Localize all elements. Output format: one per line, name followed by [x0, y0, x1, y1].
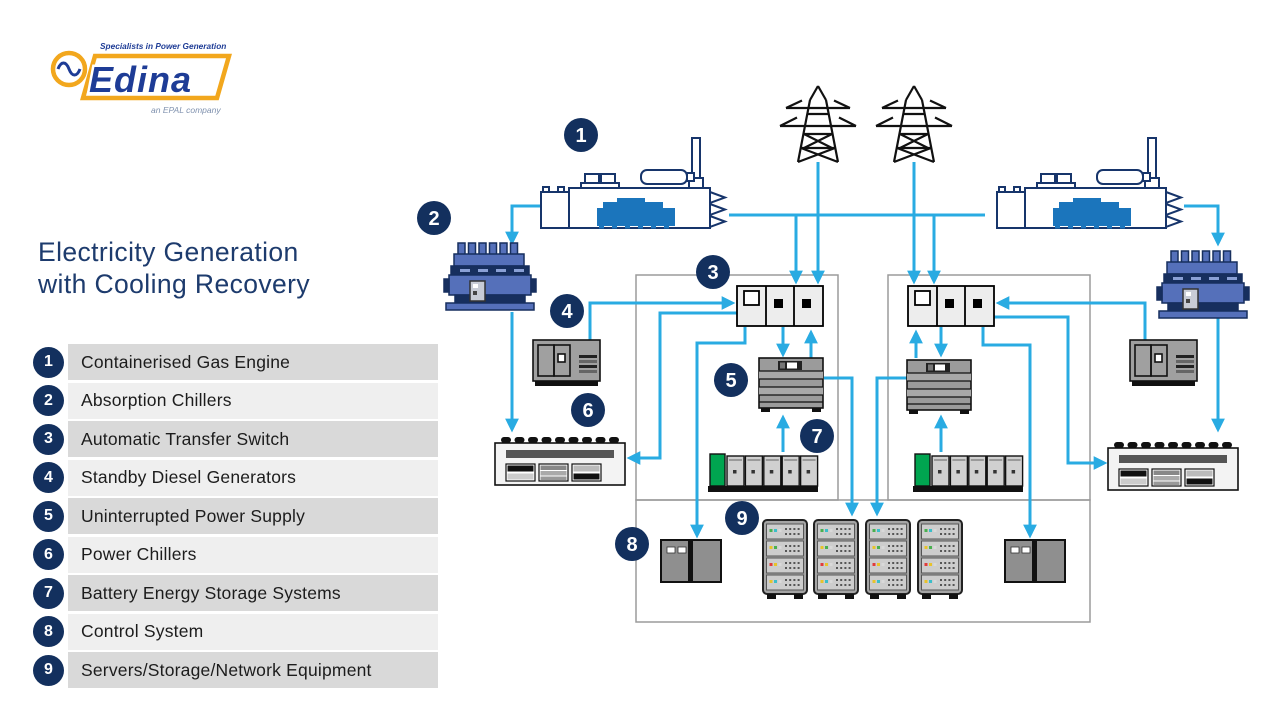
line-ats-to-control-right	[981, 327, 1037, 539]
legend-badge-5: 5	[33, 500, 64, 532]
diesel-generator-left-icon	[532, 339, 601, 387]
line-engine-to-chiller-right	[1184, 204, 1225, 247]
legend-row: 7 Battery Energy Storage Systems	[33, 575, 438, 611]
absorption-chiller-left-icon	[443, 242, 537, 311]
page-title: Electricity Generation with Cooling Reco…	[38, 236, 310, 301]
ups-left-icon	[758, 357, 824, 413]
line-ups-to-servers-left	[824, 376, 859, 517]
absorption-chiller-right-icon	[1156, 250, 1250, 319]
diagram-badges: 1 2 3 4 5 6 7 8 9	[417, 118, 834, 561]
line-ups-to-servers-right	[870, 376, 907, 517]
power-chiller-right-icon	[1107, 441, 1239, 491]
legend-badge-4: 4	[33, 462, 64, 493]
badge-3: 3	[707, 262, 718, 284]
logo-swoosh	[80, 53, 232, 101]
legend-badge-6: 6	[33, 539, 64, 570]
legend-row: 2 Absorption Chillers	[33, 382, 438, 419]
server-rack-icon	[813, 519, 859, 600]
server-rack-icon	[865, 519, 911, 600]
legend-badge-3: 3	[33, 423, 64, 455]
legend-badge-7: 7	[33, 577, 64, 609]
diesel-generator-right-icon	[1129, 339, 1198, 387]
room-server	[635, 499, 1091, 623]
title-line-1: Electricity Generation	[38, 237, 299, 267]
title-line-2: with Cooling Recovery	[38, 269, 311, 300]
legend-badge-8: 8	[33, 616, 64, 647]
legend-badge-2: 2	[33, 385, 64, 416]
badge-5: 5	[725, 370, 736, 392]
control-system-left-icon	[660, 539, 722, 583]
legend-badge-1: 1	[33, 346, 64, 378]
pylon-icon-left	[778, 84, 858, 164]
line-ats-to-powerchiller-left	[626, 311, 737, 465]
line-dgen-to-ats-right	[995, 296, 1147, 340]
power-chiller-left-icon	[494, 436, 626, 486]
badge-4: 4	[561, 301, 573, 323]
battery-storage-right-icon	[912, 453, 1024, 493]
line-engine-to-chiller-left	[505, 204, 540, 246]
legend: 1 Containerised Gas Engine 2 Absorption …	[33, 344, 438, 688]
battery-storage-left-icon	[707, 453, 819, 493]
line-ats-to-control-left	[690, 327, 747, 539]
ups-right-icon	[906, 359, 972, 415]
transfer-switch-left-icon	[736, 285, 824, 327]
badge-9: 9	[736, 508, 747, 530]
server-rack-icon	[762, 519, 808, 600]
connector-lines	[505, 162, 1225, 539]
badge-8: 8	[626, 534, 637, 556]
edina-logo: Specialists in Power Generation Edina an…	[50, 41, 232, 115]
server-rack-icon	[917, 519, 963, 600]
badge-7: 7	[811, 426, 822, 448]
logo-brand: Edina	[89, 59, 192, 100]
legend-label-8: Control System	[68, 613, 438, 650]
legend-row: 4 Standby Diesel Generators	[33, 459, 438, 496]
badge-1: 1	[575, 125, 586, 147]
pylon-icon-right	[874, 84, 954, 164]
transfer-switch-right-icon	[907, 285, 995, 327]
badge-2: 2	[428, 208, 439, 230]
control-system-right-icon	[1004, 539, 1066, 583]
legend-badge-9: 9	[33, 654, 64, 686]
legend-label-9: Servers/Storage/Network Equipment	[68, 652, 438, 688]
logo-subtitle: an EPAL company	[151, 105, 221, 115]
badge-6: 6	[582, 400, 593, 422]
logo-wave-glyph	[56, 61, 82, 77]
legend-row: 8 Control System	[33, 613, 438, 650]
legend-label-3: Automatic Transfer Switch	[68, 421, 438, 457]
line-dgen-to-ats-left	[588, 296, 736, 340]
legend-label-2: Absorption Chillers	[68, 382, 438, 419]
legend-row: 1 Containerised Gas Engine	[33, 344, 438, 380]
legend-label-4: Standby Diesel Generators	[68, 459, 438, 496]
logo-tagline: Specialists in Power Generation	[100, 41, 226, 51]
line-ats-to-powerchiller-right	[994, 315, 1108, 470]
gas-engine-right-icon	[996, 137, 1182, 230]
legend-row: 3 Automatic Transfer Switch	[33, 421, 438, 457]
legend-label-7: Battery Energy Storage Systems	[68, 575, 438, 611]
legend-label-6: Power Chillers	[68, 536, 438, 573]
legend-label-5: Uninterrupted Power Supply	[68, 498, 438, 534]
legend-row: 5 Uninterrupted Power Supply	[33, 498, 438, 534]
legend-row: 6 Power Chillers	[33, 536, 438, 573]
legend-row: 9 Servers/Storage/Network Equipment	[33, 652, 438, 688]
legend-label-1: Containerised Gas Engine	[68, 344, 438, 380]
gas-engine-left-icon	[540, 137, 726, 230]
